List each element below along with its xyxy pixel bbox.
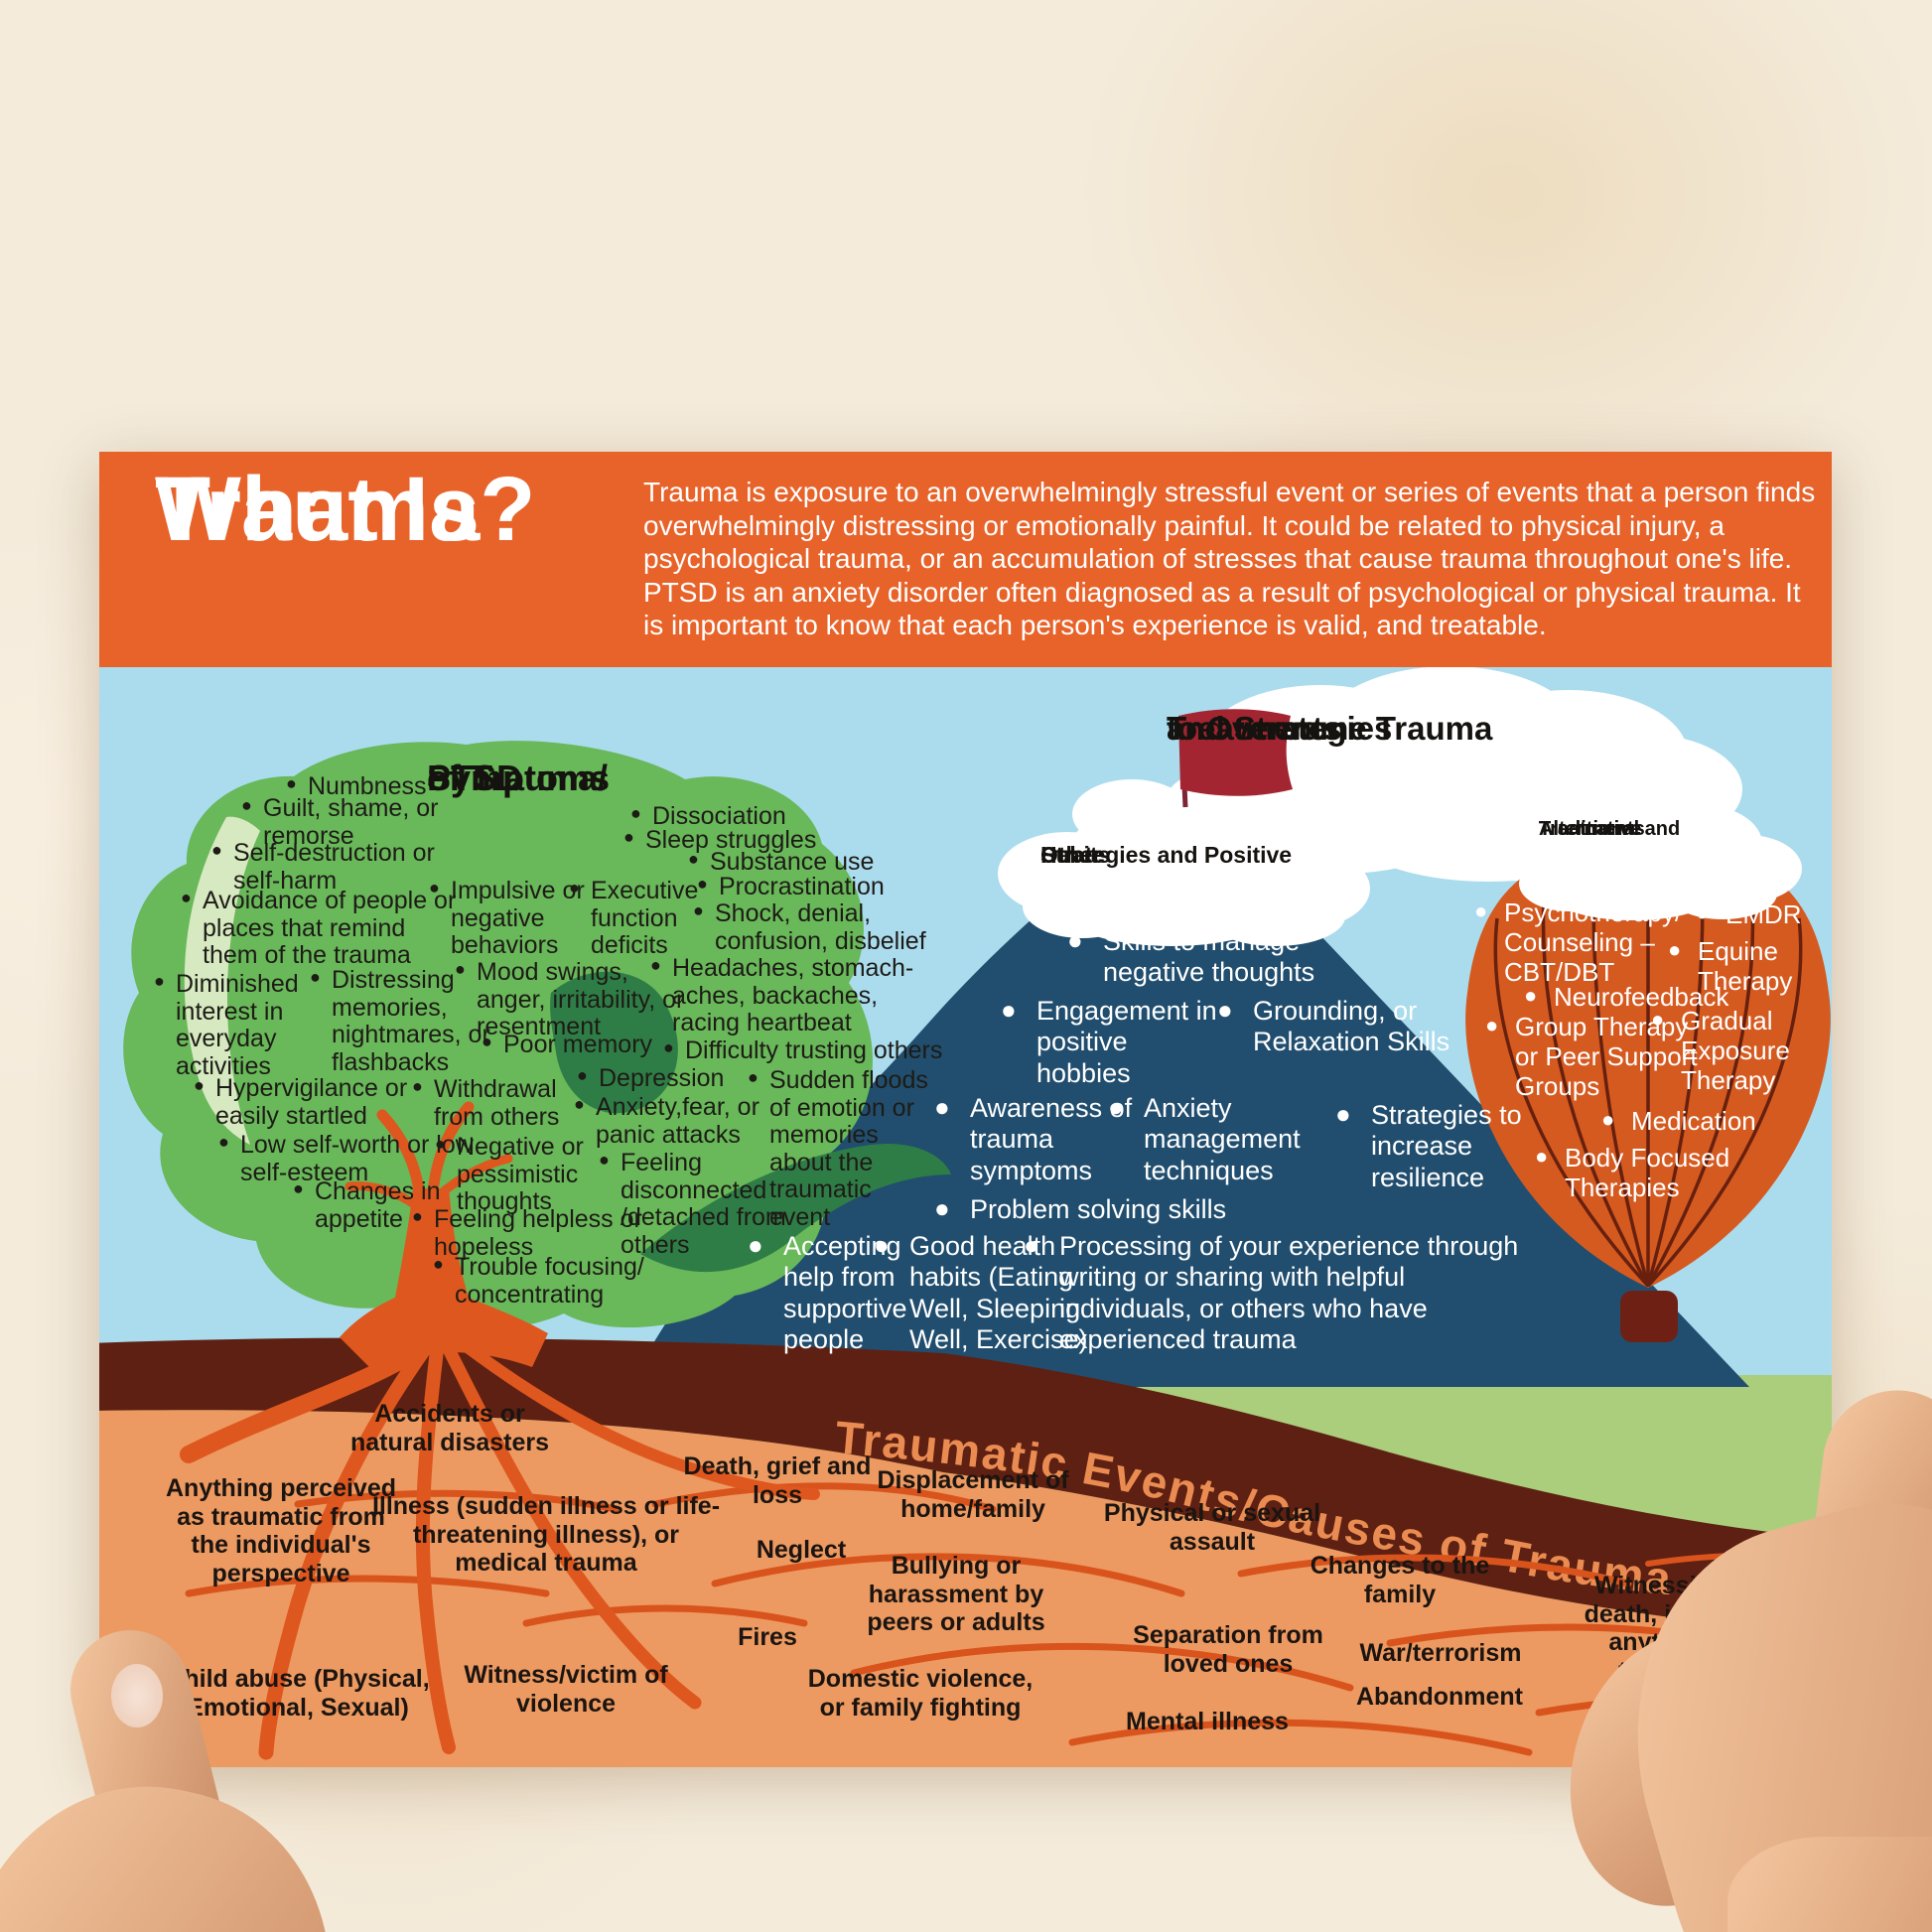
symptom-item: Shock, denial, confusion, disbelief <box>693 899 958 955</box>
symptom-item: Impulsive or negative behaviors <box>429 877 600 960</box>
cause-item: Displacement of home/family <box>877 1466 1069 1523</box>
cause-item: Separation from loved ones <box>1133 1621 1323 1678</box>
symptom-item: Hypervigilance or easily startled <box>194 1074 464 1130</box>
intro-text: Trauma is exposure to an overwhelmingly … <box>643 477 1816 641</box>
symptom-item: Trouble focusing/ concentrating <box>433 1253 678 1309</box>
balloon-basket-icon <box>1620 1291 1678 1342</box>
symptom-item: Depression <box>577 1064 772 1093</box>
balloon-item: Gradual Exposure Therapy <box>1651 1006 1850 1096</box>
cause-item: Abandonment <box>1355 1683 1524 1711</box>
symptom-item: Substance use <box>688 848 903 877</box>
cause-item: Bullying or harassment by peers or adult… <box>867 1552 1045 1636</box>
mountain-item: Awareness of trauma symptoms <box>934 1092 1145 1186</box>
symptom-item: Headaches, stomach-aches, backaches, rac… <box>650 954 920 1037</box>
left-thumb-nail <box>111 1664 163 1727</box>
balloon-item: Medication <box>1601 1106 1830 1137</box>
balloon-item: EMDR <box>1696 899 1845 930</box>
cause-item: Mental illness <box>1126 1708 1289 1735</box>
mountain-item: Skills to manage negative thoughts <box>1067 925 1351 989</box>
symptom-item: Sudden floods of emotion or memories abo… <box>748 1066 938 1231</box>
cause-item: Illness (sudden illness or life-threaten… <box>371 1492 721 1577</box>
mountain-item: Grounding, or Relaxation Skills <box>1217 995 1463 1058</box>
trauma-infographic-poster: Traumatic Events/Causes of Trauma <box>99 452 1832 1767</box>
cause-item: Witness/victim of violence <box>464 1661 668 1718</box>
symptom-item: Distressing memories, nightmares, or fla… <box>310 966 505 1076</box>
symptom-item: Withdrawal from others <box>412 1075 598 1131</box>
cause-item: War/terrorism <box>1359 1639 1522 1667</box>
symptom-item: Changes in appetite <box>293 1177 474 1233</box>
cause-item: Neglect <box>756 1536 847 1564</box>
cause-item: Anything perceived as traumatic from the… <box>166 1474 396 1587</box>
cause-item: Changes to the family <box>1310 1552 1490 1608</box>
symptom-item: Procrastination <box>697 873 917 901</box>
symptom-item: Dissociation <box>630 802 826 831</box>
other-strategies-cloud-icon <box>998 806 1370 946</box>
symptom-item: Avoidance of people or places that remin… <box>181 887 461 970</box>
cause-item: Child abuse (Physical, Emotional, Sexual… <box>166 1665 430 1722</box>
symptom-item: Poor memory <box>482 1031 692 1059</box>
symptom-item: Difficulty trusting others <box>663 1036 993 1065</box>
cause-item: Physical or sexual assault <box>1103 1499 1321 1556</box>
cause-item: Fires <box>738 1623 797 1651</box>
mountain-item: Strategies to increase resilience <box>1335 1099 1552 1193</box>
symptom-item: Executive function deficits <box>569 877 725 960</box>
cause-item: Death, grief and loss <box>683 1452 872 1509</box>
mountain-item: Engagement in positive hobbies <box>1001 995 1225 1089</box>
cause-item: Accidents or natural disasters <box>349 1400 550 1456</box>
symptom-item: Diminished interest in everyday activiti… <box>154 970 335 1080</box>
mountain-item: Anxiety management techniques <box>1108 1092 1354 1186</box>
mountain-item: Problem solving skills <box>934 1193 1298 1225</box>
balloon-item: Body Focused Therapies <box>1535 1143 1803 1203</box>
cause-item: Domestic violence, or family fighting <box>807 1665 1034 1722</box>
mountain-item: Processing of your experience through wr… <box>1024 1230 1526 1355</box>
header-band <box>99 452 1832 667</box>
red-flag-icon <box>1178 709 1293 808</box>
right-wrist <box>1727 1837 1932 1932</box>
